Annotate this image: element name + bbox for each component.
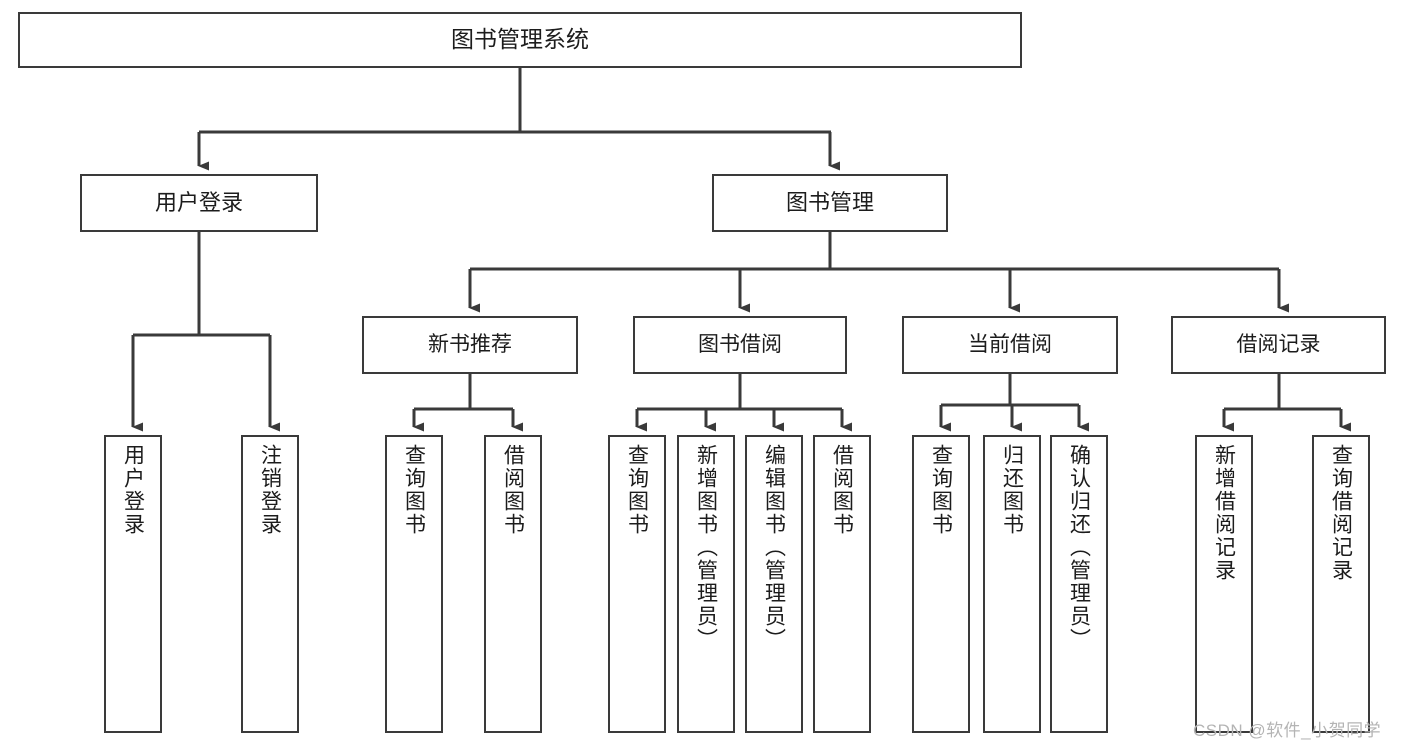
node-borrow-record[interactable]: 借阅记录: [1171, 316, 1386, 374]
leaf-query-book-bb[interactable]: 查询图书: [608, 435, 666, 733]
leaf-logout[interactable]: 注销登录: [241, 435, 299, 733]
leaf-query-book-nbr[interactable]: 查询图书: [385, 435, 443, 733]
node-borrow-record-label: 借阅记录: [1236, 332, 1321, 356]
leaf-query-borrow-record[interactable]: 查询借阅记录: [1312, 435, 1370, 733]
leaf-borrow-book-nbr-label: 借阅图书: [501, 444, 525, 536]
leaf-logout-label: 注销登录: [258, 444, 282, 536]
node-user-login-label: 用户登录: [154, 190, 243, 216]
leaf-edit-book-admin[interactable]: 编辑图书（管理员）: [745, 435, 803, 733]
node-new-book-recommend[interactable]: 新书推荐: [362, 316, 578, 374]
leaf-query-borrow-record-label: 查询借阅记录: [1329, 444, 1353, 582]
node-current-borrow-label: 当前借阅: [968, 332, 1052, 356]
node-book-borrow-label: 图书借阅: [698, 332, 782, 356]
leaf-user-login-label: 用户登录: [121, 444, 145, 536]
leaf-query-book-cb-label: 查询图书: [929, 444, 953, 536]
leaf-add-book-admin[interactable]: 新增图书（管理员）: [677, 435, 735, 733]
leaf-query-book-nbr-label: 查询图书: [402, 444, 426, 536]
leaf-confirm-return-admin[interactable]: 确认归还（管理员）: [1050, 435, 1108, 733]
leaf-confirm-return-admin-label: 确认归还（管理员）: [1067, 444, 1091, 651]
leaf-add-book-admin-label: 新增图书（管理员）: [694, 444, 718, 651]
node-book-management[interactable]: 图书管理: [712, 174, 948, 232]
node-root-system-label: 图书管理系统: [451, 26, 589, 53]
node-book-management-label: 图书管理: [785, 190, 874, 216]
leaf-query-book-cb[interactable]: 查询图书: [912, 435, 970, 733]
leaf-query-book-bb-label: 查询图书: [625, 444, 649, 536]
node-new-book-recommend-label: 新书推荐: [428, 332, 512, 356]
leaf-edit-book-admin-label: 编辑图书（管理员）: [762, 444, 786, 651]
leaf-user-login[interactable]: 用户登录: [104, 435, 162, 733]
leaf-borrow-book-nbr[interactable]: 借阅图书: [484, 435, 542, 733]
leaf-borrow-book-bb-label: 借阅图书: [830, 444, 854, 536]
leaf-return-book-label: 归还图书: [1000, 444, 1024, 536]
node-user-login[interactable]: 用户登录: [80, 174, 318, 232]
leaf-add-borrow-record-label: 新增借阅记录: [1212, 444, 1236, 582]
leaf-borrow-book-bb[interactable]: 借阅图书: [813, 435, 871, 733]
leaf-return-book[interactable]: 归还图书: [983, 435, 1041, 733]
node-book-borrow[interactable]: 图书借阅: [633, 316, 847, 374]
leaf-add-borrow-record[interactable]: 新增借阅记录: [1195, 435, 1253, 733]
node-root-system[interactable]: 图书管理系统: [18, 12, 1022, 68]
watermark: CSDN @软件_小贺同学: [1193, 721, 1382, 740]
node-current-borrow[interactable]: 当前借阅: [902, 316, 1118, 374]
